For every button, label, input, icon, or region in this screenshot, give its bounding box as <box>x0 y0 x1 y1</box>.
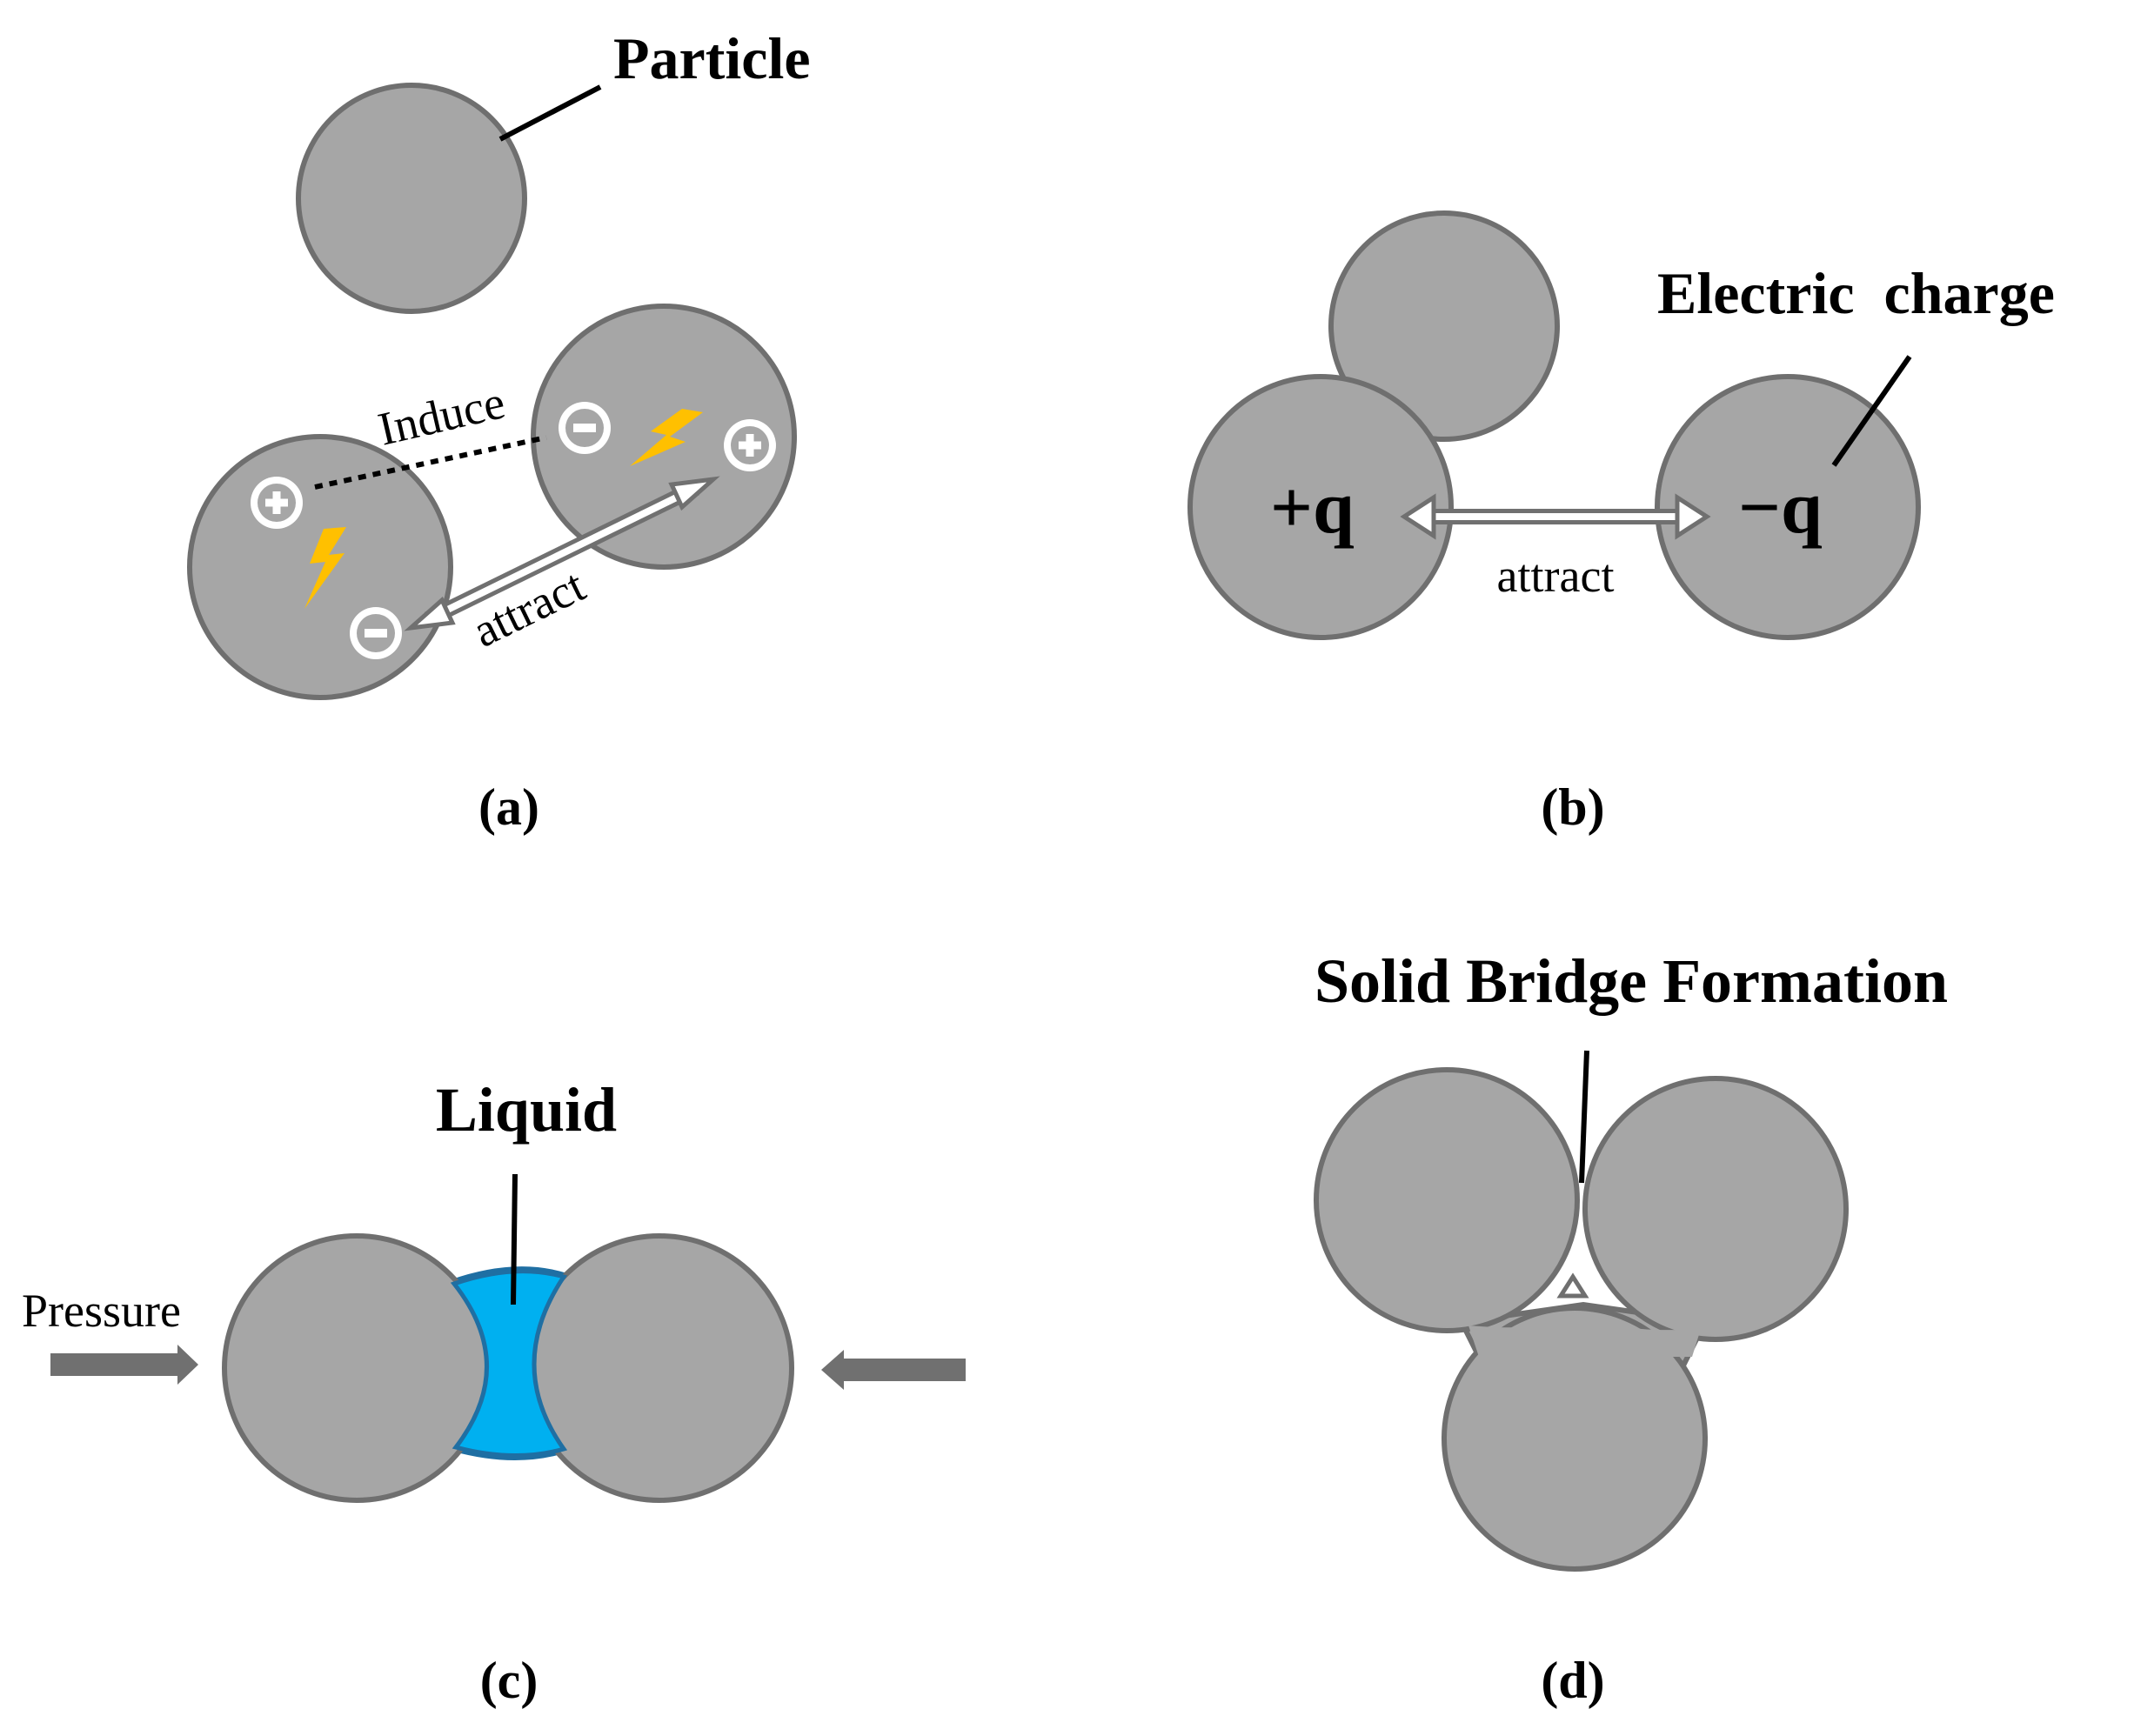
plus-icon <box>251 477 303 529</box>
attract-label-b: attract <box>1497 550 1615 602</box>
particle-left-c <box>222 1233 492 1503</box>
minus-icon <box>350 607 402 659</box>
induce-label: Induce <box>373 376 510 456</box>
caption-c: (c) <box>480 1652 539 1709</box>
caption-d: (d) <box>1541 1652 1604 1709</box>
particle-positive <box>1187 374 1454 640</box>
negative-charge-label: −q <box>1738 465 1823 549</box>
attract-double-arrow-b <box>1400 493 1711 540</box>
panel-d: Solid Bridge Formation (d) <box>1314 946 1948 1709</box>
liquid-overlay <box>450 1269 568 1458</box>
electric-charge-label: Electric charge <box>1657 260 2055 326</box>
panel-b: Electric charge +q −q attract (b) <box>1187 210 2055 836</box>
particle-top-right-d <box>1582 1076 1849 1342</box>
positive-charge-label: +q <box>1270 465 1355 549</box>
caption-a: (a) <box>478 778 539 836</box>
pressure-arrow-left <box>821 1350 966 1390</box>
particle-right <box>531 304 797 570</box>
particle-top-b <box>1328 210 1560 442</box>
bridge-leader-line <box>1579 1050 1589 1184</box>
pressure-arrow-right <box>50 1345 198 1385</box>
attract-double-arrow-a <box>404 476 720 631</box>
particle-leader-line <box>498 84 602 142</box>
particle-left <box>187 434 453 700</box>
induce-dotted-line <box>314 435 547 490</box>
solid-bridge-pore <box>1556 1272 1589 1299</box>
pressure-label: Pressure <box>22 1285 181 1337</box>
caption-b: (b) <box>1541 778 1604 836</box>
charge-leader-line <box>1831 355 1912 467</box>
particle-top-left-d <box>1314 1067 1580 1333</box>
solid-bridge-neck <box>1468 1322 1701 1357</box>
minus-icon <box>559 402 611 454</box>
lightning-icon <box>630 409 703 466</box>
lightning-icon <box>304 527 346 609</box>
plus-icon <box>724 419 776 471</box>
particle-label: Particle <box>613 25 811 91</box>
liquid-leader-line <box>511 1173 518 1305</box>
panel-a: Particle Induce attract <box>187 25 811 836</box>
liquid-label: Liquid <box>436 1075 617 1145</box>
particle-bottom-d <box>1442 1305 1708 1572</box>
panel-c: Liquid Pressure (c) <box>22 1075 966 1709</box>
solid-bridge-label: Solid Bridge Formation <box>1315 946 1948 1016</box>
particle-top <box>296 83 527 314</box>
